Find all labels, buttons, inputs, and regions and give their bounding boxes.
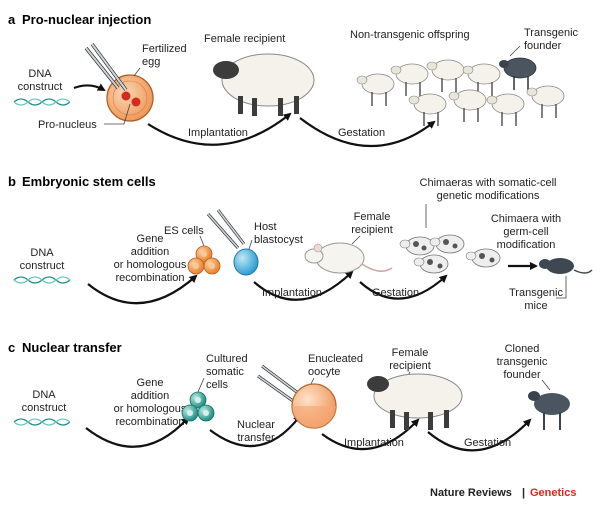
section-b-letter: b bbox=[8, 174, 16, 189]
section-b-germ-label-3: modification bbox=[497, 239, 556, 251]
section-b-germ-label-1: Chimaera with bbox=[491, 213, 561, 225]
section-c-step-gene-2: addition bbox=[131, 390, 170, 402]
mouse-icon bbox=[399, 236, 435, 256]
sheep-icon bbox=[213, 53, 315, 116]
section-a-pronucleus-label: Pro-nucleus bbox=[38, 119, 97, 131]
footer-publisher: Nature Reviews bbox=[430, 487, 512, 499]
section-b-step-gene-1: Gene bbox=[137, 233, 164, 245]
mouse-icon bbox=[304, 242, 393, 274]
section-a-title: Pro-nuclear injection bbox=[22, 12, 151, 27]
section-a-step-implantation: Implantation bbox=[188, 127, 248, 139]
section-a: a Pro-nuclear injection DNA construct Fe… bbox=[8, 12, 579, 148]
section-c-step-implantation: Implantation bbox=[344, 437, 404, 449]
section-a-offspring-label: Non-transgenic offspring bbox=[350, 29, 470, 41]
lamb-icon bbox=[448, 89, 487, 122]
section-c: c Nuclear transfer DNA construct Gene ad… bbox=[8, 340, 570, 452]
section-c-oocyte-label-2: oocyte bbox=[308, 366, 340, 378]
section-c-step-nuclear-2: transfer bbox=[237, 432, 275, 444]
micropipette-icon bbox=[206, 209, 246, 249]
micropipette-icon bbox=[84, 42, 128, 92]
section-a-egg-label-1: Fertilized bbox=[142, 43, 187, 55]
section-c-recipient-label-1: Female bbox=[392, 347, 429, 359]
section-c-recipient-label-2: recipient bbox=[389, 360, 431, 372]
section-b-recipient-label-1: Female bbox=[354, 211, 391, 223]
section-c-cloned-label-2: transgenic bbox=[497, 356, 548, 368]
section-b-dna-label-1: DNA bbox=[30, 247, 54, 259]
section-c-cloned-label-1: Cloned bbox=[505, 343, 540, 355]
chimaera-mice-group bbox=[399, 234, 501, 274]
mouse-icon bbox=[429, 234, 465, 254]
mouse-icon bbox=[413, 254, 449, 274]
section-c-step-gene-1: Gene bbox=[137, 377, 164, 389]
section-b-step-gene-4: recombination bbox=[115, 272, 184, 284]
section-b: b Embryonic stem cells DNA construct Gen… bbox=[8, 174, 593, 312]
section-c-cloned-label-3: founder bbox=[503, 369, 541, 381]
lamb-icon-dark bbox=[528, 391, 570, 430]
lamb-icon bbox=[426, 59, 465, 92]
section-a-egg-label-2: egg bbox=[142, 56, 160, 68]
section-c-dna-label-1: DNA bbox=[32, 389, 56, 401]
sheep-icon bbox=[367, 373, 463, 430]
footer-journal: Genetics bbox=[530, 487, 576, 499]
section-c-step-gestation: Gestation bbox=[464, 437, 511, 449]
blastocyst-icon bbox=[233, 248, 259, 276]
dna-helix-icon bbox=[13, 276, 71, 284]
section-b-chimaeras-label-1: Chimaeras with somatic-cell bbox=[420, 177, 557, 189]
lamb-icon bbox=[408, 93, 447, 126]
section-b-germ-label-2: germ-cell bbox=[503, 226, 548, 238]
mouse-icon bbox=[465, 248, 501, 268]
lamb-group bbox=[356, 57, 565, 126]
section-c-step-gene-3: or homologous bbox=[114, 403, 187, 415]
section-c-oocyte-label-1: Enucleated bbox=[308, 353, 363, 365]
section-c-somatic-label-3: cells bbox=[206, 379, 229, 391]
section-c-step-gene-4: recombination bbox=[115, 416, 184, 428]
section-a-letter: a bbox=[8, 12, 16, 27]
section-c-dna-label-2: construct bbox=[22, 402, 67, 414]
section-b-blastocyst-label-2: blastocyst bbox=[254, 234, 303, 246]
section-c-letter: c bbox=[8, 340, 15, 355]
lamb-icon bbox=[526, 85, 565, 118]
section-b-dna-label-2: construct bbox=[20, 260, 65, 272]
section-c-somatic-label-2: somatic bbox=[206, 366, 244, 378]
section-b-step-gene-2: addition bbox=[131, 246, 170, 258]
footer-credit: Nature Reviews | Genetics bbox=[430, 487, 576, 499]
section-b-step-implantation: Implantation bbox=[262, 287, 322, 299]
section-b-step-gene-3: or homologous bbox=[114, 259, 187, 271]
section-c-title: Nuclear transfer bbox=[22, 340, 122, 355]
section-a-step-gestation: Gestation bbox=[338, 127, 385, 139]
oocyte-icon bbox=[291, 383, 337, 429]
section-a-founder-label-2: founder bbox=[524, 40, 562, 52]
lamb-icon bbox=[486, 93, 525, 126]
cell-cluster-icon bbox=[187, 245, 221, 275]
section-a-dna-label-1: DNA bbox=[28, 68, 52, 80]
section-b-title: Embryonic stem cells bbox=[22, 174, 156, 189]
section-a-dna-label-2: construct bbox=[18, 81, 63, 93]
section-b-step-gestation: Gestation bbox=[372, 287, 419, 299]
cell-cluster-icon bbox=[181, 391, 215, 422]
mouse-icon-dark bbox=[539, 258, 593, 274]
footer-separator: | bbox=[522, 487, 525, 499]
section-b-chimaeras-label-2: genetic modifications bbox=[437, 190, 540, 202]
section-c-step-nuclear-1: Nuclear bbox=[237, 419, 275, 431]
section-b-blastocyst-label-1: Host bbox=[254, 221, 277, 233]
section-c-somatic-label-1: Cultured bbox=[206, 353, 248, 365]
section-b-transgenic-label-1: Transgenic bbox=[509, 287, 564, 299]
dna-helix-icon bbox=[13, 98, 71, 106]
section-b-transgenic-label-2: mice bbox=[524, 300, 547, 312]
lamb-icon-dark bbox=[499, 57, 537, 90]
dna-helix-icon bbox=[13, 418, 71, 426]
section-b-es-cells-label: ES cells bbox=[164, 225, 204, 237]
section-a-founder-label-1: Transgenic bbox=[524, 27, 579, 39]
section-b-recipient-label-2: recipient bbox=[351, 224, 393, 236]
lamb-icon bbox=[390, 63, 429, 96]
lamb-icon bbox=[462, 63, 501, 96]
section-a-recipient-label: Female recipient bbox=[204, 33, 285, 45]
lamb-icon bbox=[356, 73, 395, 106]
